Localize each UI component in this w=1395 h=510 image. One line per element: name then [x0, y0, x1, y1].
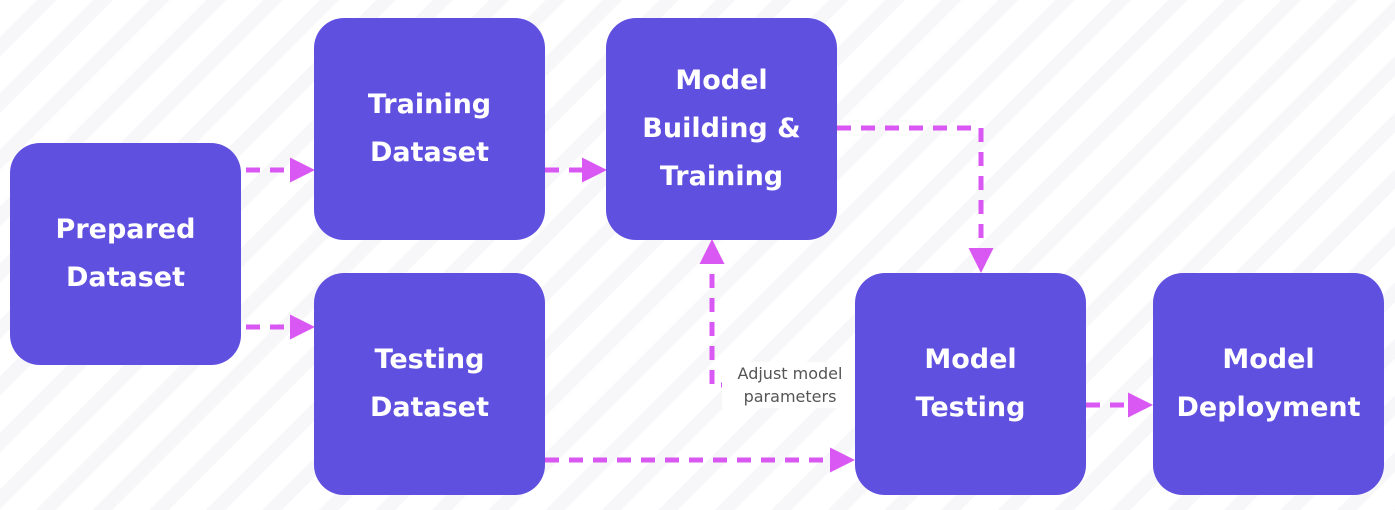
node-prepared-dataset: Prepared Dataset	[10, 143, 241, 365]
node-prepared-line-1: Prepared	[55, 214, 196, 245]
node-testing-line-1: Testing	[374, 344, 485, 375]
node-prepared-line-2: Dataset	[65, 262, 186, 293]
node-building-line-3: Training	[659, 161, 784, 192]
edge-building-to-model-testing	[837, 125, 994, 273]
node-building-line-2: Building &	[642, 113, 801, 144]
node-training-dataset: Training Dataset	[314, 18, 545, 240]
adjust-label-line-1: Adjust model	[737, 364, 843, 383]
node-model-testing-line-2: Testing	[915, 392, 1026, 423]
node-deployment-line-1: Model	[1222, 344, 1315, 375]
node-building-line-1: Model	[675, 65, 768, 96]
node-model-building-training: Model Building & Training	[606, 18, 837, 240]
node-deployment-line-2: Deployment	[1176, 392, 1361, 423]
node-training-line-2: Dataset	[369, 137, 490, 168]
node-training-line-1: Training	[367, 89, 492, 120]
node-testing-dataset: Testing Dataset	[314, 273, 545, 495]
node-testing-line-2: Dataset	[369, 392, 490, 423]
adjust-label-line-2: parameters	[743, 387, 837, 406]
node-model-testing: Model Testing	[855, 273, 1086, 495]
adjust-parameters-label: Adjust model parameters	[722, 362, 858, 408]
node-model-deployment: Model Deployment	[1153, 273, 1384, 495]
node-model-testing-line-1: Model	[924, 344, 1017, 375]
